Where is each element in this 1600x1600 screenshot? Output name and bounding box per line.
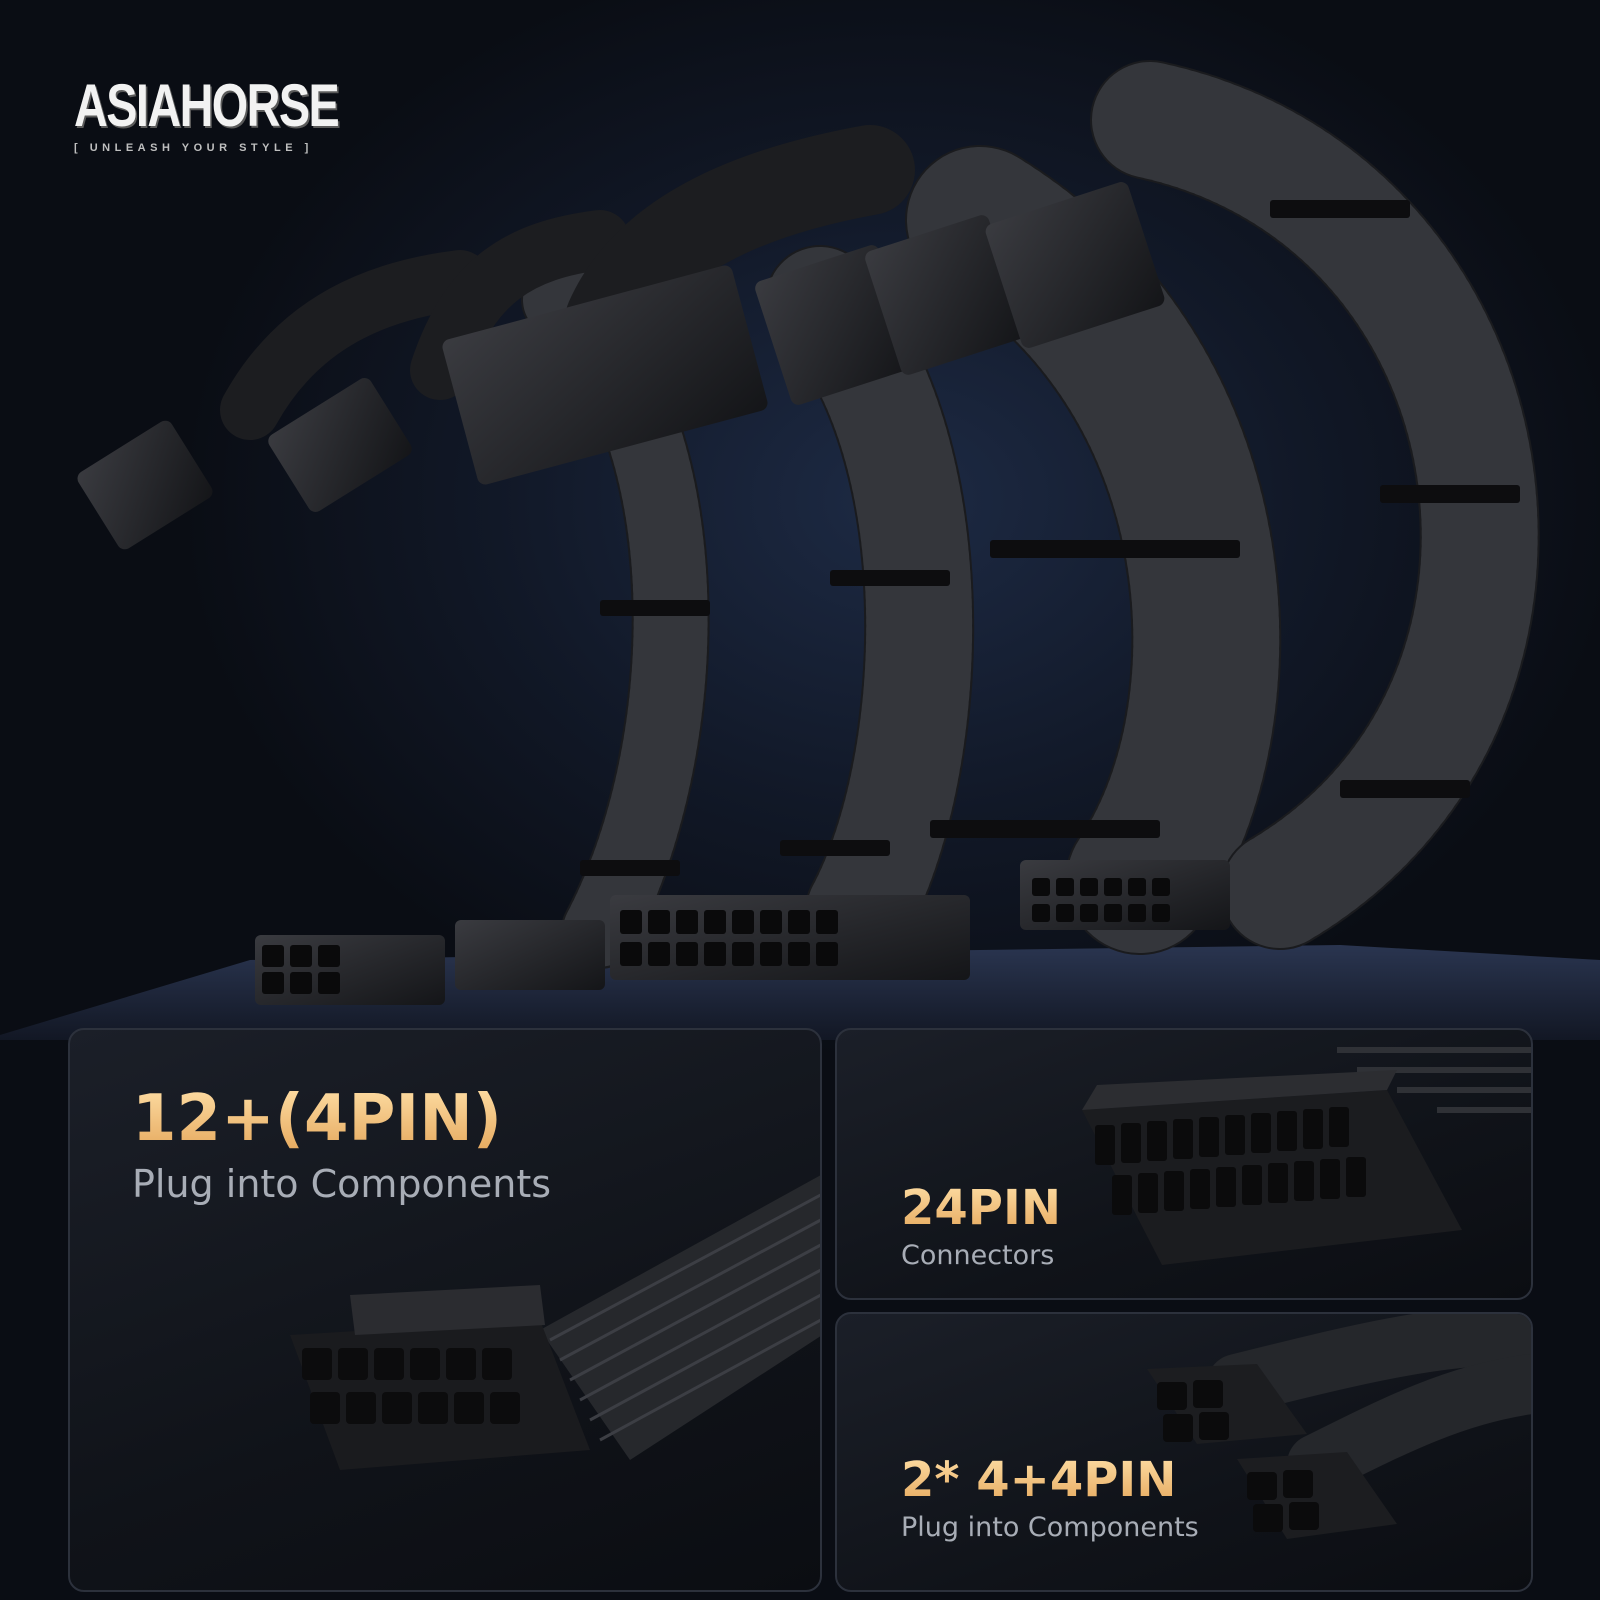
panel-subtitle: Plug into Components: [901, 1512, 1199, 1543]
feature-panel-12-4pin: 12+(4PIN) Plug into Components: [68, 1028, 822, 1592]
connector-pins: [262, 878, 1170, 994]
connector-4-4pin-illustration: [1147, 1314, 1531, 1539]
brand-tagline: [ UNLEASH YOUR STYLE ]: [74, 142, 313, 154]
brand-logo: ASIAHORSE [ UNLEASH YOUR STYLE ]: [74, 72, 340, 155]
panel-title: 12+(4PIN): [132, 1082, 502, 1156]
connector-12-4pin-illustration: [290, 1175, 820, 1470]
panel-title: 24PIN: [901, 1180, 1062, 1236]
panel-title: 2* 4+4PIN: [901, 1452, 1177, 1508]
brand-name: ASIAHORSE: [74, 72, 340, 139]
cable-illustration: [0, 60, 1600, 1040]
cable-combs: [580, 200, 1520, 876]
panel-subtitle: Connectors: [901, 1240, 1055, 1271]
top-connectors: [77, 182, 1165, 550]
feature-panel-4-4pin: 2* 4+4PIN Plug into Components: [835, 1312, 1533, 1592]
cable-bundles: [220, 60, 1540, 969]
feature-panel-24pin: 24PIN Connectors: [835, 1028, 1533, 1300]
connector-24pin-illustration: [1082, 1047, 1531, 1265]
panel-subtitle: Plug into Components: [132, 1162, 552, 1206]
